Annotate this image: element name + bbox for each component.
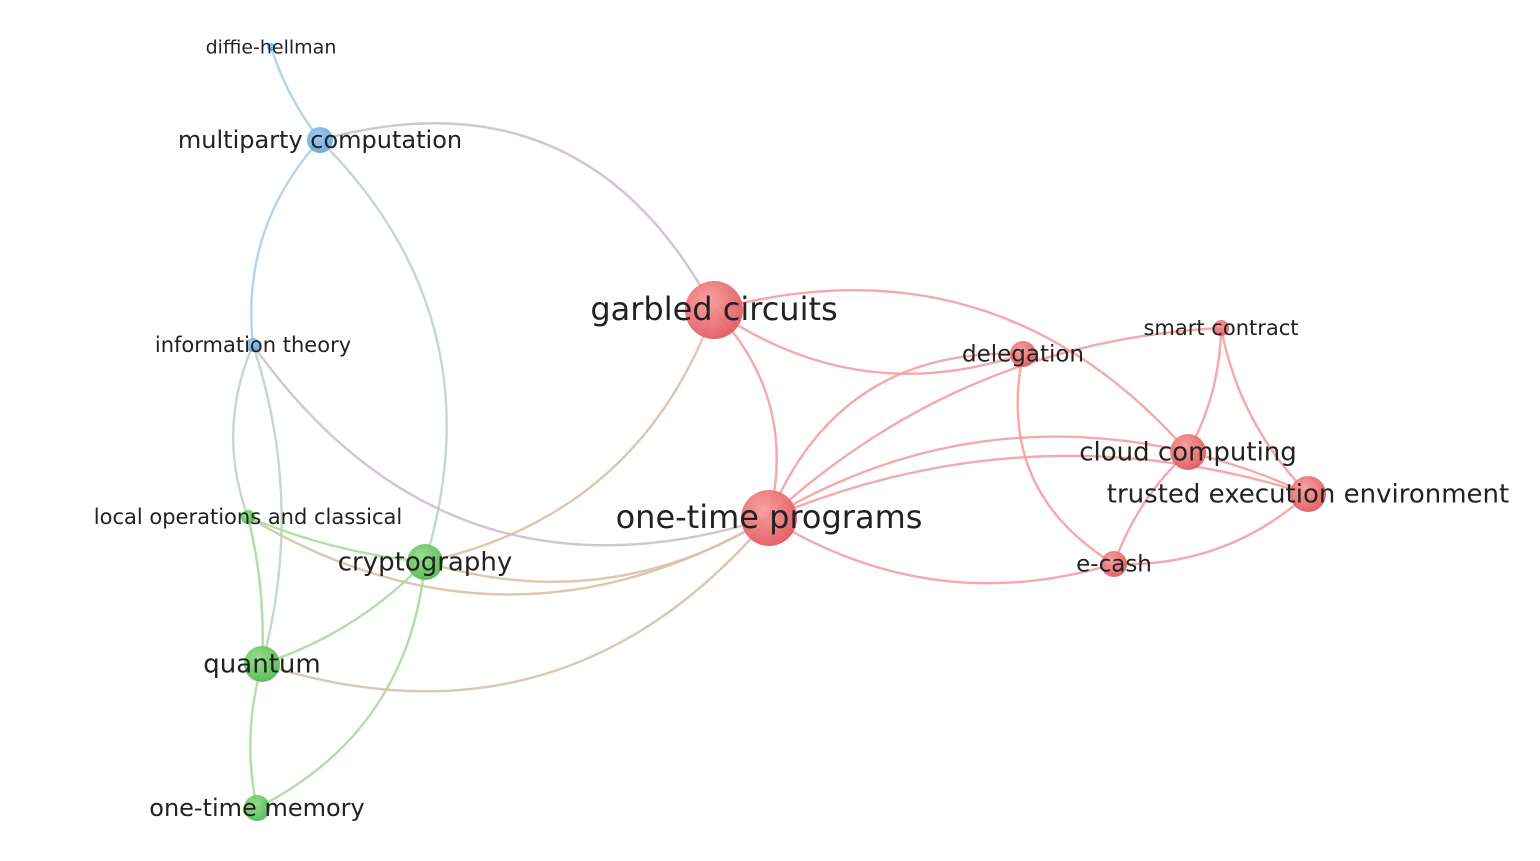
edge-one-time-programs-e-cash bbox=[767, 516, 1116, 585]
node-information-theory[interactable] bbox=[246, 338, 260, 352]
edge-multiparty-computation-information-theory bbox=[250, 138, 322, 347]
node-cloud-computing[interactable] bbox=[1170, 434, 1206, 470]
label-quantum[interactable]: quantum bbox=[203, 650, 320, 680]
edge-cryptography-garbled-circuits bbox=[423, 308, 716, 564]
node-delegation[interactable] bbox=[1010, 341, 1036, 367]
edge-delegation-e-cash bbox=[1016, 352, 1116, 566]
label-one-time-memory[interactable]: one-time memory bbox=[149, 794, 364, 822]
label-trusted-execution-environment[interactable]: trusted execution environment bbox=[1107, 480, 1509, 510]
edge-quantum-one-time-memory bbox=[249, 662, 264, 810]
edges-layer bbox=[232, 45, 1310, 810]
label-e-cash[interactable]: e-cash bbox=[1076, 552, 1152, 578]
label-delegation[interactable]: delegation bbox=[962, 342, 1084, 368]
node-one-time-programs[interactable] bbox=[741, 490, 797, 546]
edge-multiparty-computation-cryptography bbox=[318, 138, 448, 564]
node-e-cash[interactable] bbox=[1101, 551, 1127, 577]
edge-cryptography-one-time-memory bbox=[255, 560, 427, 810]
edge-garbled-circuits-cloud-computing bbox=[712, 288, 1190, 454]
node-smart-contract[interactable] bbox=[1213, 320, 1229, 336]
label-one-time-programs[interactable]: one-time programs bbox=[616, 498, 923, 536]
node-diffie-hellman[interactable] bbox=[267, 43, 275, 51]
edge-information-theory-local-operations bbox=[232, 343, 255, 519]
node-one-time-memory[interactable] bbox=[244, 795, 270, 821]
edge-cryptography-quantum bbox=[260, 560, 427, 666]
node-multiparty-computation[interactable] bbox=[307, 127, 333, 153]
node-garbled-circuits[interactable] bbox=[685, 281, 743, 339]
node-trusted-execution-environment[interactable] bbox=[1290, 476, 1326, 512]
label-cryptography[interactable]: cryptography bbox=[338, 548, 512, 578]
edge-multiparty-computation-garbled-circuits bbox=[318, 122, 716, 312]
label-multiparty-computation[interactable]: multiparty computation bbox=[178, 126, 462, 154]
edge-garbled-circuits-one-time-programs bbox=[712, 308, 778, 520]
label-cloud-computing[interactable]: cloud computing bbox=[1079, 438, 1297, 468]
edge-quantum-one-time-programs bbox=[260, 516, 771, 693]
edge-trusted-execution-environment-e-cash bbox=[1112, 492, 1310, 566]
edge-smart-contract-cloud-computing bbox=[1186, 326, 1223, 454]
edge-smart-contract-trusted-execution-environment bbox=[1219, 326, 1310, 496]
edge-one-time-programs-cloud-computing bbox=[767, 435, 1190, 520]
nodes-layer bbox=[241, 43, 1326, 821]
edge-one-time-programs-smart-contract bbox=[767, 326, 1223, 520]
edge-local-operations-cryptography bbox=[246, 515, 427, 564]
edge-local-operations-quantum bbox=[246, 515, 264, 666]
node-local-operations[interactable] bbox=[241, 510, 255, 524]
label-smart-contract[interactable]: smart contract bbox=[1143, 316, 1298, 340]
edge-information-theory-quantum bbox=[251, 343, 283, 666]
edge-information-theory-one-time-programs bbox=[251, 343, 771, 547]
label-local-operations[interactable]: local operations and classical bbox=[94, 505, 402, 529]
labels-layer: diffie-hellman multiparty computation info… bbox=[94, 37, 1509, 823]
node-cryptography[interactable] bbox=[407, 544, 443, 580]
node-quantum[interactable] bbox=[244, 646, 280, 682]
label-garbled-circuits[interactable]: garbled circuits bbox=[590, 290, 837, 328]
edge-garbled-circuits-delegation bbox=[712, 308, 1025, 375]
label-information-theory[interactable]: information theory bbox=[155, 333, 351, 357]
edge-cryptography-one-time-programs bbox=[423, 516, 771, 584]
edge-one-time-programs-trusted-execution-environment bbox=[767, 454, 1310, 520]
edge-one-time-programs-delegation bbox=[767, 352, 1025, 520]
label-diffie-hellman[interactable]: diffie-hellman bbox=[206, 37, 337, 59]
